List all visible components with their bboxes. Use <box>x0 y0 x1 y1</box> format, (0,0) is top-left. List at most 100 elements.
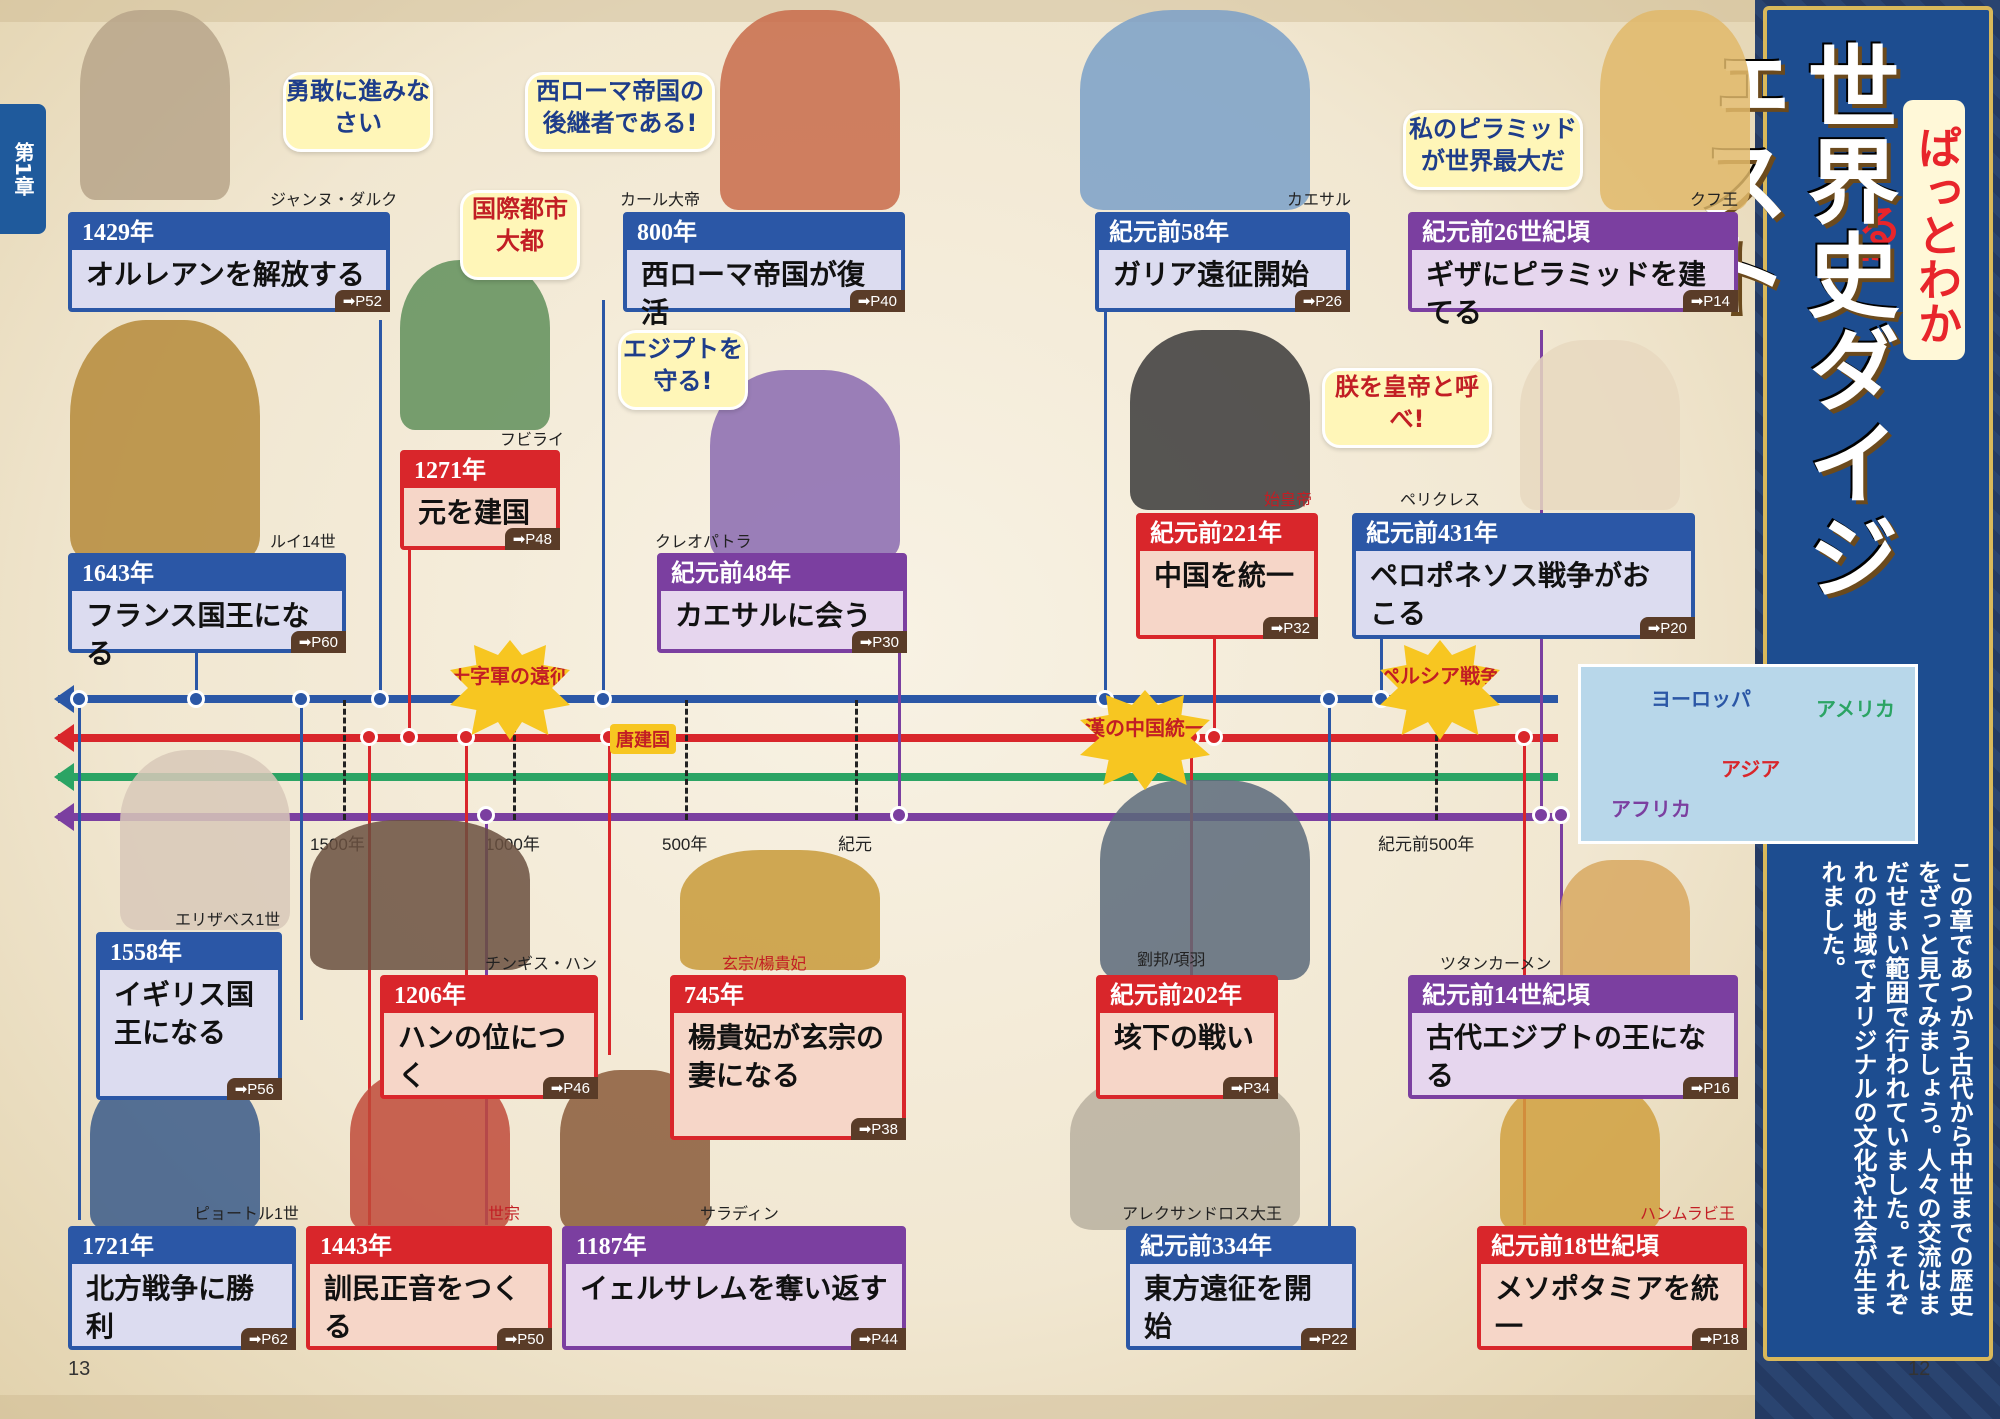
event-card[interactable]: 1558年 イギリス国王になる ➡P56 <box>96 932 282 1100</box>
event-year: 紀元前14世紀頃 <box>1412 979 1734 1013</box>
page-link[interactable]: ➡P56 <box>226 1078 282 1100</box>
page-link[interactable]: ➡P32 <box>1262 617 1318 639</box>
person-name: 劉邦/項羽 <box>1137 952 1206 969</box>
timeline-node <box>70 690 88 708</box>
tick-line <box>685 700 688 820</box>
map-label-africa: アフリカ <box>1611 797 1691 821</box>
page-link[interactable]: ➡P38 <box>850 1118 906 1140</box>
event-text: 楊貴妃が玄宗の妻になる <box>688 1021 885 1092</box>
page-link[interactable]: ➡P50 <box>496 1328 552 1350</box>
event-text: 訓民正音をつくる <box>324 1272 521 1343</box>
event-card[interactable]: 紀元前58年 ガリア遠征開始 ➡P26 <box>1095 212 1350 312</box>
speech-bubble: 朕を皇帝と呼べ! <box>1322 368 1492 448</box>
timeline-node <box>187 690 205 708</box>
map-label-america: アメリカ <box>1816 697 1895 721</box>
elizabeth-illustration <box>120 750 290 930</box>
person-name: エリザベス1世 <box>175 912 281 929</box>
event-card[interactable]: 1721年 北方戦争に勝利 ➡P62 <box>68 1226 296 1350</box>
timeline-node <box>400 728 418 746</box>
event-text: 元を建国 <box>418 496 531 529</box>
event-card[interactable]: 紀元前334年 東方遠征を開始 ➡P22 <box>1126 1226 1356 1350</box>
page-link[interactable]: ➡P34 <box>1222 1077 1278 1099</box>
chapter-tab: 第1章 <box>0 104 46 234</box>
event-year: 1429年 <box>72 216 386 250</box>
page-link[interactable]: ➡P40 <box>849 290 905 312</box>
event-tag: 唐建国 <box>610 724 676 754</box>
world-map: ヨーロッパ アメリカ アジア アフリカ <box>1578 664 1918 844</box>
page-link[interactable]: ➡P22 <box>1300 1328 1356 1350</box>
page-link[interactable]: ➡P52 <box>334 290 390 312</box>
louis-xiv-illustration <box>70 320 260 560</box>
connector <box>1328 700 1331 1260</box>
page-link[interactable]: ➡P44 <box>850 1328 906 1350</box>
event-card[interactable]: 紀元前18世紀頃 メソポタミアを統一 ➡P18 <box>1477 1226 1747 1350</box>
event-card[interactable]: 1187年 イェルサレムを奪い返す ➡P44 <box>562 1226 906 1350</box>
joan-of-arc-illustration <box>80 10 230 200</box>
event-text: ガリア遠征開始 <box>1113 258 1310 291</box>
person-name: ハンムラビ王 <box>1640 1206 1735 1223</box>
person-name: 始皇帝 <box>1264 492 1313 509</box>
person-name: カエサル <box>1287 192 1352 209</box>
connector <box>1380 610 1383 700</box>
event-text: 中国を統一 <box>1154 559 1295 592</box>
event-year: 紀元前18世紀頃 <box>1481 1230 1743 1264</box>
tutankhamun-illustration <box>1560 860 1690 990</box>
connector <box>602 300 605 700</box>
map-label-asia: アジア <box>1721 757 1781 781</box>
person-name: ペリクレス <box>1400 492 1481 509</box>
person-name: ルイ14世 <box>270 534 336 551</box>
person-name: チンギス・ハン <box>485 956 598 973</box>
connector <box>1213 560 1216 735</box>
speech-bubble: エジプトを守る! <box>618 330 748 410</box>
event-year: 紀元前26世紀頃 <box>1412 216 1734 250</box>
timeline-node <box>1320 690 1338 708</box>
page-link[interactable]: ➡P26 <box>1294 290 1350 312</box>
connector <box>195 650 198 700</box>
timeline-node <box>594 690 612 708</box>
event-card[interactable]: 1429年 オルレアンを解放する ➡P52 <box>68 212 390 312</box>
page-link[interactable]: ➡P16 <box>1682 1077 1738 1099</box>
event-card[interactable]: 1206年 ハンの位につく ➡P46 <box>380 975 598 1099</box>
event-card[interactable]: 745年 楊貴妃が玄宗の妻になる ➡P38 <box>670 975 906 1140</box>
speech-bubble: 私のピラミッドが世界最大だ <box>1403 110 1583 190</box>
event-card[interactable]: 紀元前221年 中国を統一 ➡P32 <box>1136 513 1318 639</box>
person-name: 世宗 <box>488 1206 521 1223</box>
event-text: フランス国王になる <box>86 599 310 670</box>
tick-line <box>1435 700 1438 820</box>
event-year: 745年 <box>674 979 902 1013</box>
page-link[interactable]: ➡P30 <box>851 631 907 653</box>
event-card[interactable]: 1443年 訓民正音をつくる ➡P50 <box>306 1226 552 1350</box>
event-card[interactable]: 紀元前26世紀頃 ギザにピラミッドを建てる ➡P14 <box>1408 212 1738 329</box>
event-text: 北方戦争に勝利 <box>86 1272 255 1343</box>
genghis-khan-illustration <box>310 820 530 970</box>
page-link[interactable]: ➡P46 <box>542 1077 598 1099</box>
page-title: 世界史ダイジェスト <box>1682 40 1899 604</box>
event-card[interactable]: 1643年 フランス国王になる ➡P60 <box>68 553 346 670</box>
timeline-node <box>1515 728 1533 746</box>
banner-subtitle: ぱっとわかる! <box>1850 100 1965 360</box>
map-label-europe: ヨーロッパ <box>1651 687 1751 711</box>
event-text: イギリス国王になる <box>114 978 255 1049</box>
event-card[interactable]: 紀元前431年 ペロポネソス戦争がおこる ➡P20 <box>1352 513 1695 639</box>
tick-line <box>513 700 516 820</box>
event-card[interactable]: 紀元前48年 カエサルに会う ➡P30 <box>657 553 907 653</box>
event-year: 紀元前221年 <box>1140 517 1314 551</box>
hammurabi-illustration <box>1500 1080 1660 1230</box>
event-card[interactable]: 紀元前202年 垓下の戦い ➡P34 <box>1096 975 1278 1099</box>
speech-bubble: 西ローマ帝国の後継者である! <box>525 72 715 152</box>
speech-bubble: 勇敢に進みなさい <box>283 72 433 152</box>
timeline-node <box>1532 806 1550 824</box>
page-link[interactable]: ➡P60 <box>290 631 346 653</box>
event-card[interactable]: 1271年 元を建国 ➡P48 <box>400 450 560 550</box>
event-year: 紀元前58年 <box>1099 216 1346 250</box>
event-text: 古代エジプトの王になる <box>1426 1021 1707 1092</box>
event-card[interactable]: 紀元前14世紀頃 古代エジプトの王になる ➡P16 <box>1408 975 1738 1099</box>
page-link[interactable]: ➡P14 <box>1682 290 1738 312</box>
page-link[interactable]: ➡P18 <box>1691 1328 1747 1350</box>
event-year: 紀元前334年 <box>1130 1230 1352 1264</box>
page-link[interactable]: ➡P20 <box>1639 617 1695 639</box>
page-link[interactable]: ➡P48 <box>504 528 560 550</box>
page-link[interactable]: ➡P62 <box>240 1328 296 1350</box>
event-card[interactable]: 800年 西ローマ帝国が復活 ➡P40 <box>623 212 905 329</box>
event-text: 垓下の戦い <box>1114 1021 1255 1054</box>
